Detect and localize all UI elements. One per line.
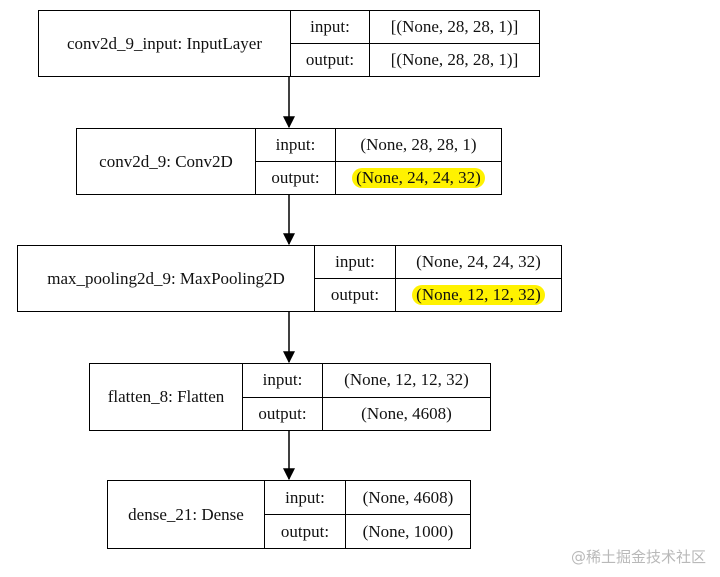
output-value: (None, 4608) bbox=[361, 403, 452, 423]
port-values: (None, 28, 28, 1) (None, 24, 24, 32) bbox=[336, 129, 501, 194]
input-label: input: bbox=[256, 129, 335, 162]
output-label: output: bbox=[280, 521, 330, 541]
input-label: input: bbox=[291, 11, 369, 44]
input-value: (None, 28, 28, 1) bbox=[336, 129, 501, 162]
layer-node-maxpooling: max_pooling2d_9: MaxPooling2D input: out… bbox=[17, 245, 562, 312]
port-labels: input: output: bbox=[265, 481, 346, 548]
layer-node-flatten: flatten_8: Flatten input: output: (None,… bbox=[89, 363, 491, 431]
input-label: input: bbox=[265, 481, 345, 515]
layer-node-dense: dense_21: Dense input: output: (None, 46… bbox=[107, 480, 471, 549]
output-value-highlighted: (None, 12, 12, 32) bbox=[412, 285, 545, 305]
output-value-highlighted: (None, 24, 24, 32) bbox=[352, 168, 485, 188]
input-value: (None, 12, 12, 32) bbox=[323, 364, 490, 398]
output-label: output: bbox=[305, 50, 355, 69]
layer-name: max_pooling2d_9: MaxPooling2D bbox=[18, 246, 315, 311]
port-labels: input: output: bbox=[243, 364, 323, 430]
layer-name: conv2d_9_input: InputLayer bbox=[39, 11, 291, 76]
layer-name: conv2d_9: Conv2D bbox=[77, 129, 256, 194]
layer-name: dense_21: Dense bbox=[108, 481, 265, 548]
watermark: @稀土掘金技术社区 bbox=[570, 548, 706, 566]
port-values: (None, 24, 24, 32) (None, 12, 12, 32) bbox=[396, 246, 561, 311]
port-values: (None, 4608) (None, 1000) bbox=[346, 481, 470, 548]
port-labels: input: output: bbox=[256, 129, 336, 194]
output-value: [(None, 28, 28, 1)] bbox=[390, 50, 519, 69]
input-value: (None, 4608) bbox=[346, 481, 470, 515]
port-labels: input: output: bbox=[291, 11, 370, 76]
port-labels: input: output: bbox=[315, 246, 396, 311]
output-label: output: bbox=[258, 403, 307, 423]
layer-node-conv2d: conv2d_9: Conv2D input: output: (None, 2… bbox=[76, 128, 502, 195]
output-label: output: bbox=[330, 285, 380, 304]
output-label: output: bbox=[271, 168, 320, 187]
output-value: (None, 1000) bbox=[362, 521, 454, 541]
port-values: (None, 12, 12, 32) (None, 4608) bbox=[323, 364, 490, 430]
input-value: (None, 24, 24, 32) bbox=[396, 246, 561, 279]
input-label: input: bbox=[315, 246, 395, 279]
input-label: input: bbox=[243, 364, 322, 398]
layer-name: flatten_8: Flatten bbox=[90, 364, 243, 430]
input-value: [(None, 28, 28, 1)] bbox=[370, 11, 539, 44]
layer-node-input: conv2d_9_input: InputLayer input: output… bbox=[38, 10, 540, 77]
port-values: [(None, 28, 28, 1)] [(None, 28, 28, 1)] bbox=[370, 11, 539, 76]
